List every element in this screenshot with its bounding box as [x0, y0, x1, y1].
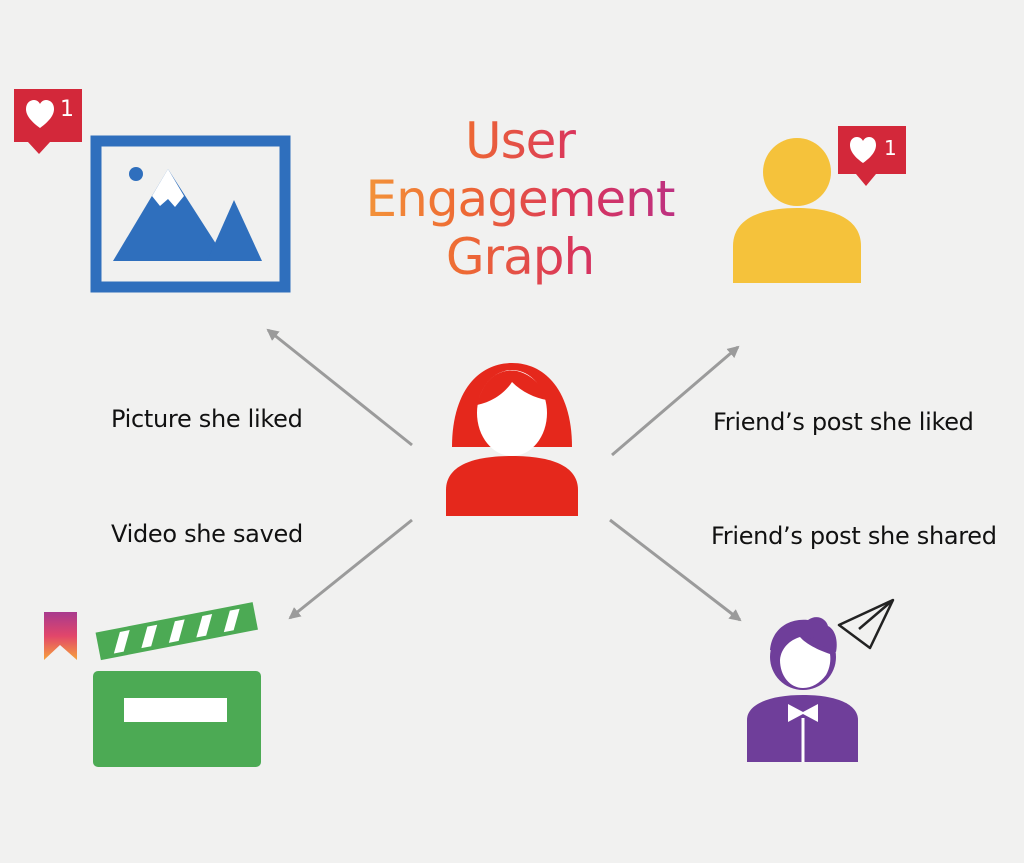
edge-label-picture: Picture she liked: [111, 405, 303, 433]
arrow-to-picture: [266, 328, 413, 447]
image-icon: [90, 135, 291, 293]
picture-like-count: 1: [60, 97, 74, 122]
edge-label-video: Video she saved: [111, 520, 303, 548]
friend-boy-icon: [747, 617, 858, 762]
clapperboard-icon: [93, 602, 261, 767]
arrow-to-friend-liked: [611, 345, 740, 457]
bookmark-icon: [44, 612, 77, 660]
diagram-title: User Engagement Graph: [330, 112, 710, 286]
edge-label-friend-shared: Friend’s post she shared: [711, 522, 997, 550]
arrow-to-video: [288, 518, 413, 620]
title-line-1: User: [330, 112, 710, 170]
friend-user-icon: [733, 138, 861, 283]
edge-label-friend-liked: Friend’s post she liked: [713, 408, 974, 436]
paper-plane-icon: [837, 598, 895, 650]
woman-user-icon: [446, 363, 578, 516]
heart-notification-icon: [838, 126, 906, 186]
heart-notification-icon: [14, 89, 82, 154]
title-line-3: Graph: [330, 228, 710, 286]
friend-like-count: 1: [884, 136, 897, 160]
title-line-2: Engagement: [330, 170, 710, 228]
arrow-to-friend-shared: [609, 518, 742, 622]
